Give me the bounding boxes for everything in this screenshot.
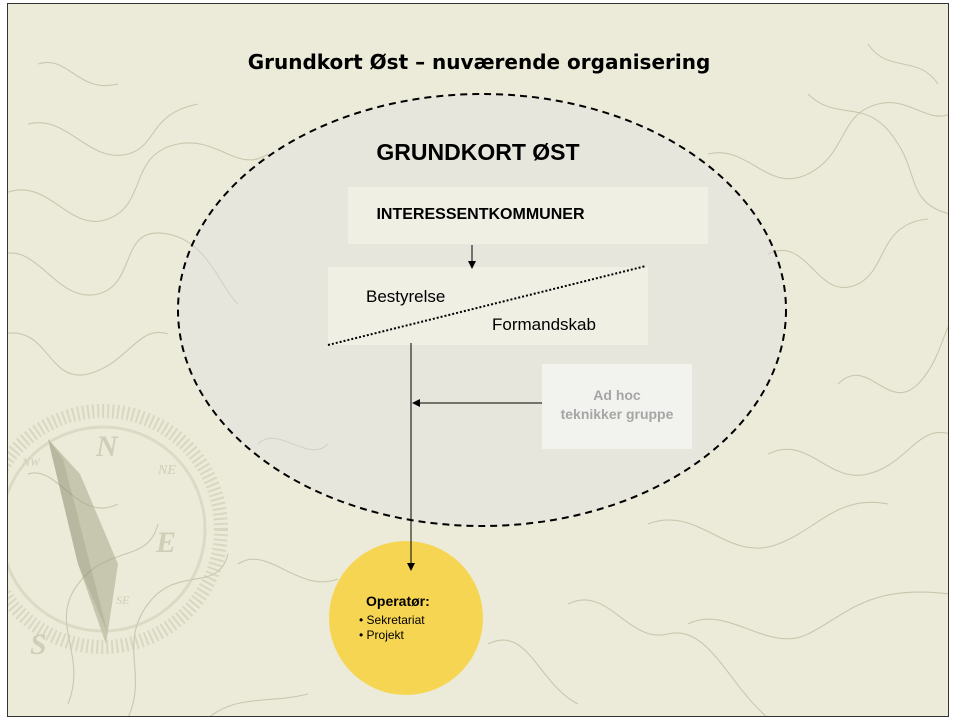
org-diagram — [177, 93, 787, 695]
svg-text:NE: NE — [157, 463, 176, 478]
board-label: Bestyrelse — [366, 287, 446, 306]
operator-list: Sekretariat Projekt — [359, 613, 425, 643]
interests-node-label: INTERESSENTKOMMUNER — [376, 206, 585, 223]
svg-text:NW: NW — [21, 455, 41, 469]
chairmanship-label: Formandskab — [492, 315, 596, 334]
adhoc-label-line2: teknikker gruppe — [560, 406, 674, 422]
interests-node-box — [348, 187, 708, 244]
adhoc-node-box — [542, 364, 692, 449]
svg-text:S: S — [30, 628, 47, 661]
compass-icon: N NE E S SE NW — [8, 404, 228, 661]
operator-item: Sekretariat — [359, 613, 425, 628]
topographic-background: N NE E S SE NW — [8, 43, 948, 716]
adhoc-node-label: Ad hoc teknikker gruppe — [542, 386, 692, 424]
svg-text:N: N — [95, 430, 119, 463]
operator-item: Projekt — [359, 628, 425, 643]
operator-title: Operatør: — [366, 593, 430, 609]
svg-text:E: E — [155, 526, 176, 559]
svg-text:SE: SE — [116, 593, 130, 607]
org-title: GRUNDKORT ØST — [376, 139, 580, 165]
slide-title: Grundkort Øst – nuværende organisering — [247, 50, 711, 74]
slide: N NE E S SE NW Grundkort Øst – nuværende… — [7, 3, 949, 717]
adhoc-label-line1: Ad hoc — [593, 387, 641, 403]
